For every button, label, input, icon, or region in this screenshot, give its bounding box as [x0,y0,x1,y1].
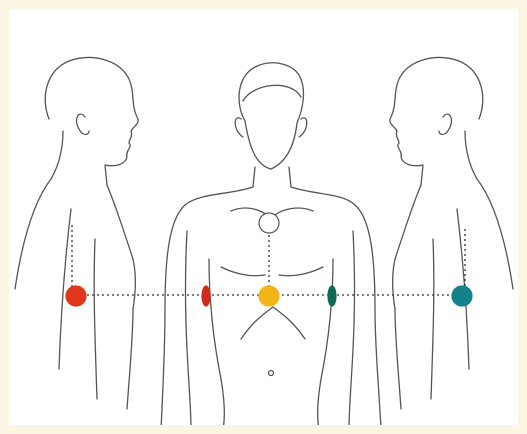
electrode-right-lateral [66,286,86,306]
electrodes [66,213,472,306]
right-profile-figure [390,58,513,409]
left-profile-nape [51,131,63,179]
right-profile-arm [395,209,469,409]
right-profile-back [477,179,513,289]
right-profile-head [390,58,483,185]
left-profile-ear [77,114,89,134]
front-head [239,63,303,169]
navel-icon [269,371,274,376]
electrode-left-lateral [452,286,472,306]
left-profile-head [45,58,138,185]
electrode-sternum-lower [259,286,279,306]
front-torso-sides [209,259,333,425]
diagram-canvas [9,9,518,425]
right-profile-nape [465,131,477,179]
front-figure [161,63,381,425]
left-profile-front [107,185,135,309]
front-chest-lines [221,267,323,276]
front-hairline [243,85,301,101]
right-profile-front [393,185,421,309]
electrode-left-anterior [328,286,336,306]
left-profile-figure [15,58,138,409]
front-shoulders-arms [161,205,381,425]
left-profile-arm [59,209,133,409]
front-neck [185,167,355,205]
right-profile-ear [439,114,451,134]
electrode-sternum-upper [259,213,279,233]
front-ribcage [241,307,305,339]
left-profile-back [15,179,51,289]
electrode-right-anterior [202,286,210,306]
